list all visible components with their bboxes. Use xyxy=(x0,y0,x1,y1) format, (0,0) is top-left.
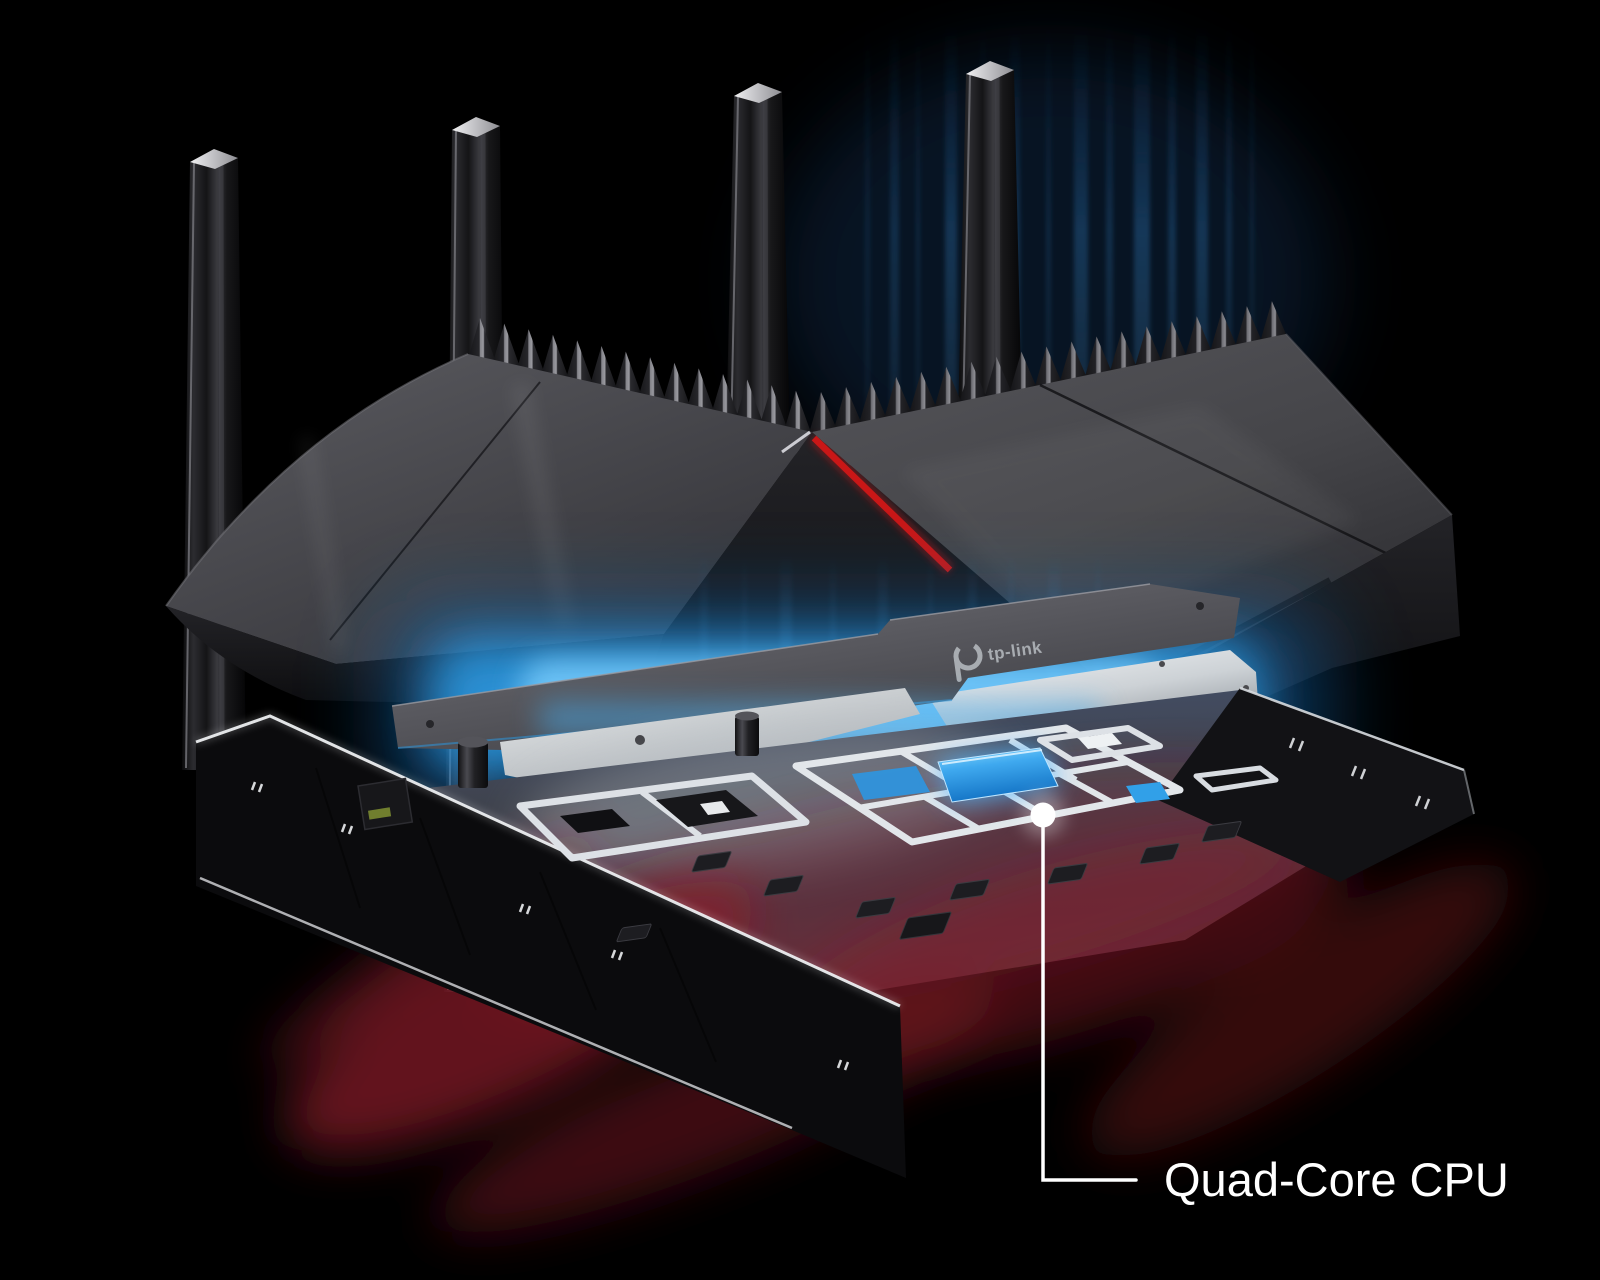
capacitor-body xyxy=(735,716,759,756)
smd-component xyxy=(855,896,896,919)
shield-divider xyxy=(640,789,702,839)
light-ray xyxy=(890,25,899,435)
red-glow-streak xyxy=(1087,863,1513,1157)
memory-chip xyxy=(852,766,930,800)
right-wall-rim xyxy=(1239,686,1465,772)
smd-component xyxy=(616,923,652,943)
antenna-edge-highlight xyxy=(962,74,971,421)
rf-shield-frame-right-edge xyxy=(1193,765,1279,793)
light-ray xyxy=(916,25,920,435)
shield-divider xyxy=(1058,771,1115,806)
capacitor-top xyxy=(458,736,488,748)
light-ray xyxy=(1250,25,1254,435)
light-ray xyxy=(1074,25,1088,435)
antenna-1 xyxy=(182,149,246,771)
antenna-cap xyxy=(734,83,782,103)
wall-vent-pair xyxy=(250,781,264,793)
light-ray xyxy=(865,25,870,435)
rf-shield-frames xyxy=(516,724,1279,862)
left-case-wall xyxy=(196,716,906,1178)
screw xyxy=(1159,661,1165,667)
red-accent-stripe xyxy=(811,435,953,573)
chip-dark xyxy=(560,809,630,833)
fin-highlight xyxy=(781,430,811,454)
capacitor xyxy=(735,711,759,756)
wall-vent-pair xyxy=(836,1059,850,1071)
light-ray xyxy=(1106,25,1113,435)
shield-plate-front xyxy=(500,688,920,786)
smd-component xyxy=(691,850,732,873)
antenna-body xyxy=(726,92,790,442)
light-ray xyxy=(1168,25,1176,435)
antenna-body xyxy=(958,70,1022,422)
callout-line xyxy=(1041,813,1138,1182)
antenna-3 xyxy=(726,83,790,442)
screw-hole xyxy=(1196,602,1204,610)
screw-hole xyxy=(635,735,645,745)
smd-component xyxy=(1139,842,1180,865)
wall-vent-pair xyxy=(1350,765,1367,780)
port-led xyxy=(367,807,392,820)
antenna-cap xyxy=(190,149,238,169)
capacitor-top xyxy=(735,711,759,721)
antenna-ridge xyxy=(762,93,769,441)
antenna-edge-highlight xyxy=(730,96,739,441)
antenna-4 xyxy=(958,61,1022,422)
cover-reflection xyxy=(510,382,576,632)
callout-label: Quad-Core CPU xyxy=(1164,1153,1509,1206)
wall-vent-pair xyxy=(518,903,532,915)
logo-stem xyxy=(953,657,962,682)
chip-label xyxy=(700,801,730,815)
shield-divider xyxy=(923,794,981,832)
blue-chip-small xyxy=(1126,782,1170,803)
bottom-tray xyxy=(195,686,1513,1233)
light-ray xyxy=(1226,25,1232,435)
right-wall-edge xyxy=(1463,769,1475,815)
screw-hole xyxy=(426,720,434,728)
smd-component xyxy=(1201,820,1242,843)
cover-reflection xyxy=(298,434,348,652)
ethernet-port xyxy=(357,777,414,831)
left-wall-rim xyxy=(195,714,901,1008)
chip-label xyxy=(1078,733,1122,749)
smd-component xyxy=(1047,862,1088,885)
left-wall-lower-rim xyxy=(199,876,793,1130)
cover-left-seam xyxy=(329,381,541,641)
cpu-shine xyxy=(941,749,1043,765)
cover-right-edge-highlight xyxy=(1285,333,1453,516)
smd-component xyxy=(763,874,804,897)
cover-sheen xyxy=(900,405,1360,640)
antenna-body xyxy=(182,158,246,770)
left-wall-seams xyxy=(315,767,717,1063)
antenna-cap xyxy=(452,117,500,137)
antenna-edge-highlight xyxy=(185,162,195,769)
wall-vent-pair xyxy=(610,949,624,961)
cpu-callout: Quad-Core CPU xyxy=(1021,793,1509,1206)
wall-vent-pair xyxy=(1288,737,1305,752)
board-components xyxy=(458,711,1242,943)
rf-shield-frame-top-right xyxy=(1037,725,1163,763)
light-ray xyxy=(945,25,957,435)
antenna-ridge xyxy=(218,159,225,771)
smd-component xyxy=(899,911,952,940)
heatsink-plate-edge xyxy=(391,583,1151,707)
port-body xyxy=(357,777,414,831)
light-ray xyxy=(1046,25,1051,435)
wall-vent-pair xyxy=(340,823,354,835)
cpu-chip xyxy=(937,747,1059,803)
smd-component xyxy=(949,878,990,901)
wall-vent-pair xyxy=(1414,795,1431,810)
capacitor xyxy=(458,736,488,788)
capacitor-body xyxy=(458,742,488,788)
antenna-cap xyxy=(966,61,1014,81)
rf-shield-frame-left xyxy=(516,772,810,862)
shield-outer xyxy=(516,772,810,862)
